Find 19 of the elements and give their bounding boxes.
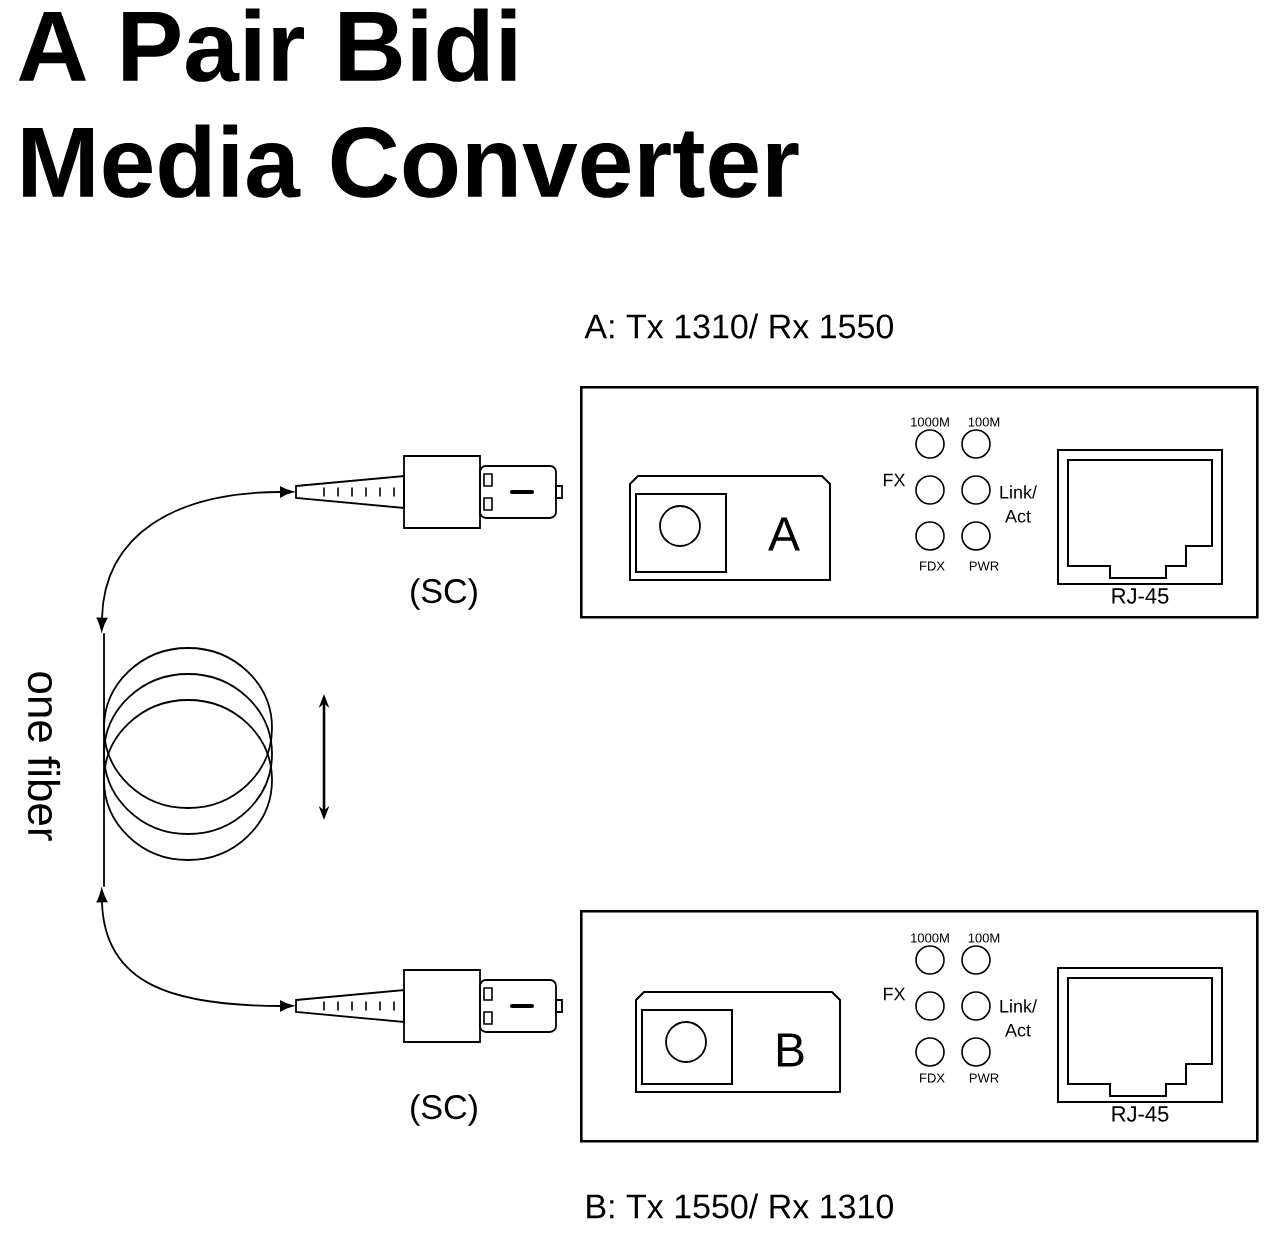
port-label: RJ-45 — [1112, 588, 1169, 604]
connector-caption: (SC) — [411, 1094, 477, 1126]
led-label: Link/ Act — [1000, 485, 1037, 523]
fiber-coil-drawing — [103, 633, 273, 887]
fiber-cable — [96, 889, 294, 1012]
led-label: FX — [884, 473, 906, 487]
fiber-port: A — [629, 475, 831, 581]
led-label: Link/ Act — [1000, 999, 1037, 1037]
port-label: RJ-45 — [1112, 1106, 1169, 1122]
node-label: A: Tx 1310/ Rx 1550 — [584, 313, 893, 339]
led-label: FX — [884, 987, 906, 1001]
node-label: B — [777, 1033, 804, 1067]
fiber-cable — [96, 486, 294, 631]
connector-caption: (SC) — [411, 578, 477, 610]
node-label: A — [768, 517, 800, 551]
node-label: B: Tx 1550/ Rx 1310 — [587, 1193, 893, 1219]
title: A Pair Bidi Media Converter — [18, 8, 799, 198]
fiber-label: one fiber — [27, 672, 61, 841]
fiber-port: B — [635, 991, 841, 1093]
